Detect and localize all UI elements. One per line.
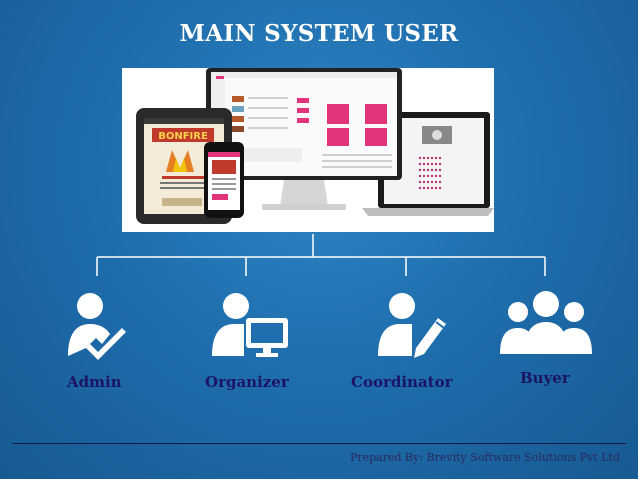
role-label-coordinator: Coordinator [351, 373, 453, 391]
role-label-organizer: Organizer [205, 373, 289, 391]
devices-illustration: BONFIRE [136, 68, 494, 224]
coordinator-pencil-icon [378, 293, 446, 358]
devices-hero-image: BONFIRE [122, 68, 494, 232]
footer-divider [12, 443, 626, 444]
phone-device [204, 142, 244, 218]
footer-credit: Prepared By: Brevity Software Solutions … [349, 451, 620, 464]
page-title: MAIN SYSTEM USER [179, 20, 459, 47]
admin-check-icon [68, 293, 126, 360]
role-label-buyer: Buyer [520, 369, 570, 387]
role-label-admin: Admin [67, 373, 122, 391]
organizer-monitor-icon [212, 293, 288, 357]
tablet-banner-text: BONFIRE [158, 131, 208, 142]
buyer-group-icon [500, 291, 592, 354]
